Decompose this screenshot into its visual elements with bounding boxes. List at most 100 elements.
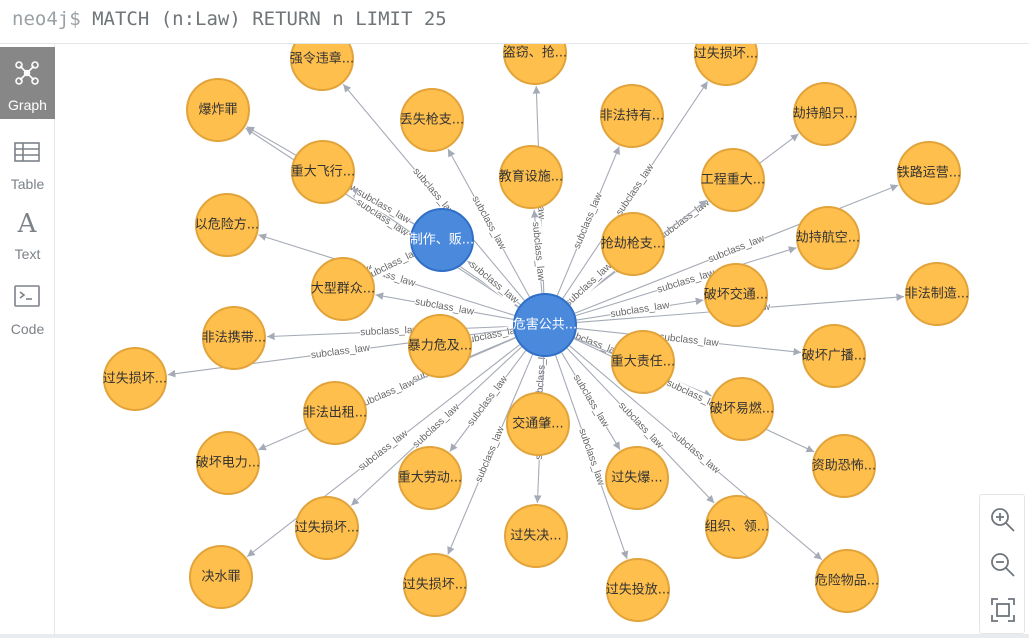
law-node[interactable]: 过失损坏...: [694, 44, 758, 86]
node-label: 破坏交通...: [704, 287, 768, 303]
law-node[interactable]: 教育设施...: [499, 145, 563, 209]
node-circle[interactable]: [793, 82, 857, 146]
node-label: 制作、贩...: [410, 233, 474, 248]
relationship-label-bg: [658, 331, 720, 350]
node-circle[interactable]: [796, 206, 860, 270]
node-circle[interactable]: [410, 208, 474, 272]
law-node[interactable]: 资助恐怖...: [812, 434, 876, 498]
node-circle[interactable]: [705, 495, 769, 559]
node-circle[interactable]: [189, 545, 253, 609]
node-circle[interactable]: [504, 504, 568, 568]
node-label: 危险物品...: [815, 574, 879, 589]
law-node[interactable]: 重大劳动...: [398, 446, 462, 510]
fit-to-screen-icon[interactable]: [988, 595, 1018, 625]
law-node[interactable]: 铁路运营...: [897, 141, 961, 205]
node-circle[interactable]: [694, 44, 758, 86]
node-circle[interactable]: [503, 44, 567, 85]
zoom-out-icon[interactable]: [988, 550, 1018, 580]
law-node[interactable]: 破坏交通...: [704, 263, 768, 327]
node-circle[interactable]: [311, 257, 375, 321]
law-node[interactable]: 盗窃、抢...: [503, 44, 567, 85]
law-node[interactable]: 非法持有...: [600, 84, 664, 148]
query-text[interactable]: MATCH (n:Law) RETURN n LIMIT 25: [92, 8, 447, 30]
node-circle[interactable]: [291, 140, 355, 204]
text-icon: A: [17, 209, 38, 236]
law-node[interactable]: 重大飞行...: [291, 140, 355, 204]
law-node[interactable]: 工程重大...: [701, 148, 765, 212]
node-circle[interactable]: [701, 148, 765, 212]
law-node[interactable]: 破坏易燃...: [710, 377, 774, 441]
law-node[interactable]: 过失损坏...: [295, 496, 359, 560]
law-node[interactable]: 组织、领...: [705, 495, 769, 559]
node-circle[interactable]: [812, 434, 876, 498]
law-node[interactable]: 暴力危及...: [408, 314, 472, 378]
law-node[interactable]: 爆炸罪: [186, 78, 250, 142]
sidebar-item-graph[interactable]: Graph: [0, 47, 55, 119]
node-circle[interactable]: [710, 377, 774, 441]
node-circle[interactable]: [815, 549, 879, 613]
law-node[interactable]: 过失损坏...: [103, 347, 167, 411]
law-node[interactable]: 非法出租...: [303, 381, 367, 445]
law-node[interactable]: 劫持船只...: [793, 82, 857, 146]
node-circle[interactable]: [605, 446, 669, 510]
node-circle[interactable]: [506, 392, 570, 456]
law-node[interactable]: 过失爆...: [605, 446, 669, 510]
law-node[interactable]: 过失投放...: [606, 558, 670, 622]
sidebar-item-table[interactable]: Table: [0, 126, 55, 198]
node-circle[interactable]: [600, 84, 664, 148]
node-circle[interactable]: [303, 381, 367, 445]
relationship-label-bg: [571, 190, 606, 251]
node-circle[interactable]: [186, 78, 250, 142]
node-circle[interactable]: [606, 558, 670, 622]
node-circle[interactable]: [290, 44, 354, 91]
law-node[interactable]: 破坏广播...: [802, 324, 866, 388]
law-node[interactable]: 强令违章...: [290, 44, 354, 91]
node-circle[interactable]: [408, 314, 472, 378]
query-editor[interactable]: neo4j$ MATCH (n:Law) RETURN n LIMIT 25: [12, 8, 447, 30]
node-label: 破坏广播...: [802, 349, 866, 364]
node-circle[interactable]: [103, 347, 167, 411]
relationship-label-bg: [363, 245, 423, 283]
node-circle[interactable]: [704, 263, 768, 327]
node-circle[interactable]: [196, 431, 260, 495]
sidebar-item-code[interactable]: Code: [0, 271, 55, 343]
law-node-secondary-hub[interactable]: 制作、贩...: [410, 208, 474, 272]
node-circle[interactable]: [611, 330, 675, 394]
law-node[interactable]: 非法携带...: [202, 306, 266, 370]
zoom-in-icon[interactable]: [988, 505, 1018, 535]
law-node[interactable]: 丢失枪支...: [400, 88, 464, 152]
law-node[interactable]: 抢劫枪支...: [601, 212, 665, 276]
node-circle[interactable]: [202, 306, 266, 370]
node-circle[interactable]: [398, 446, 462, 510]
law-node[interactable]: 大型群众...: [311, 257, 375, 321]
node-circle[interactable]: [802, 324, 866, 388]
law-node[interactable]: 过失决...: [504, 504, 568, 568]
node-circle[interactable]: [295, 496, 359, 560]
law-node[interactable]: 过失损坏...: [403, 553, 467, 617]
sidebar-item-text[interactable]: A Text: [0, 196, 55, 268]
node-circle[interactable]: [400, 88, 464, 152]
node-circle[interactable]: [403, 553, 467, 617]
law-node[interactable]: 以危险方...: [195, 193, 259, 257]
node-circle[interactable]: [905, 262, 969, 326]
relationship-label-bg: [309, 342, 372, 362]
node-circle[interactable]: [195, 193, 259, 257]
node-label: 过失投放...: [606, 582, 670, 598]
law-node[interactable]: 交通肇...: [506, 392, 570, 456]
relationship-label: subclass_law: [563, 260, 615, 309]
node-circle[interactable]: [499, 145, 563, 209]
node-circle[interactable]: [601, 212, 665, 276]
law-node[interactable]: 危险物品...: [815, 549, 879, 613]
law-node[interactable]: 重大责任...: [611, 330, 675, 394]
law-node[interactable]: 非法制造...: [905, 262, 969, 326]
query-bar[interactable]: neo4j$ MATCH (n:Law) RETURN n LIMIT 25: [0, 0, 1029, 44]
law-node[interactable]: 决水罪: [189, 545, 253, 609]
node-circle[interactable]: [513, 293, 577, 357]
law-node[interactable]: 破坏电力...: [196, 431, 260, 495]
law-node-center[interactable]: 危害公共...: [513, 293, 577, 357]
node-circle[interactable]: [897, 141, 961, 205]
law-node[interactable]: 劫持航空...: [796, 206, 860, 270]
relationship-label: subclass_law: [360, 325, 421, 339]
